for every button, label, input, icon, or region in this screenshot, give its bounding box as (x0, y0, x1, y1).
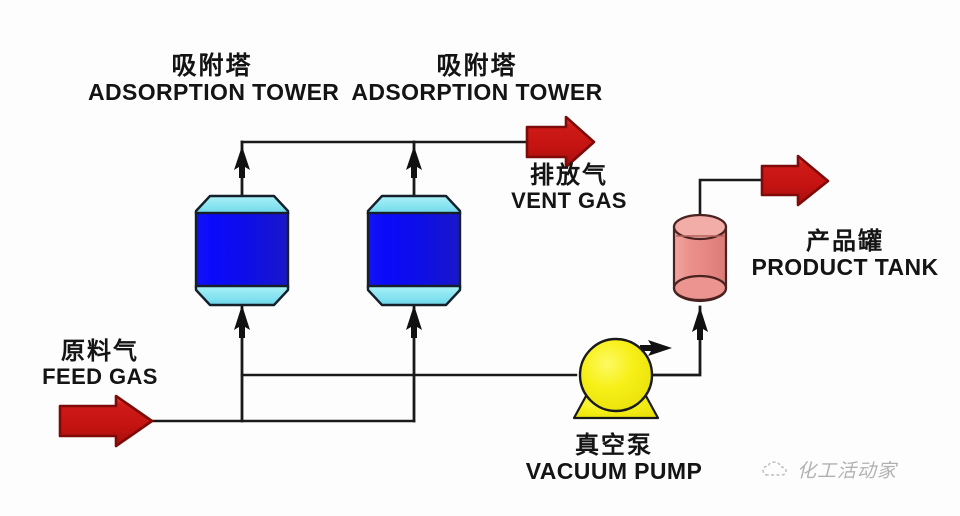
label-adsorption-tower-1-cn: 吸附塔 (171, 51, 253, 80)
product-tank (672, 213, 728, 303)
pipe-tank-outlet (698, 178, 764, 220)
arrowhead-tower1-bottom (234, 305, 250, 338)
tank-top-head (672, 213, 728, 241)
arrowhead-tank-inlet (692, 307, 708, 340)
label-vacuum-pump-cn: 真空泵 (575, 431, 653, 459)
tank-bottom-head (672, 274, 728, 302)
label-vent-gas-cn: 排放气 (530, 161, 608, 189)
product-gas-arrow (760, 154, 830, 207)
adsorption-tower-2 (366, 194, 462, 307)
tower2-body (366, 211, 462, 289)
label-adsorption-tower-2-en: ADSORPTION TOWER (351, 79, 603, 105)
label-feed-gas: 原料气 FEED GAS (20, 338, 180, 390)
label-product-tank-cn: 产品罐 (806, 227, 884, 255)
pump-casing (578, 337, 654, 413)
label-vent-gas-en: VENT GAS (511, 187, 627, 213)
tower1-body (194, 211, 290, 289)
vent-gas-arrow (525, 115, 596, 169)
label-adsorption-tower-2: 吸附塔 ADSORPTION TOWER (348, 52, 606, 106)
vacuum-pump (572, 337, 660, 420)
label-adsorption-tower-1-en: ADSORPTION TOWER (88, 79, 340, 105)
tower1-top-cap (194, 194, 290, 216)
label-product-tank: 产品罐 PRODUCT TANK (742, 228, 948, 281)
cloud-logo-icon (762, 460, 787, 476)
tower2-bottom-cap (366, 284, 462, 307)
tower1-bottom-cap (194, 284, 290, 307)
label-adsorption-tower-1: 吸附塔 ADSORPTION TOWER (88, 51, 340, 106)
label-feed-gas-en: FEED GAS (42, 363, 158, 389)
feed-gas-arrow (58, 394, 154, 448)
adsorption-tower-1 (194, 194, 290, 307)
watermark: 化工活动家 (762, 456, 897, 483)
tower2-top-cap (366, 194, 462, 216)
label-vacuum-pump-en: VACUUM PUMP (525, 457, 703, 484)
arrowhead-tower2-bottom (406, 305, 422, 338)
pipe-pump-to-tank (644, 305, 702, 377)
label-feed-gas-cn: 原料气 (61, 337, 139, 365)
arrowhead-tower2-top (406, 146, 422, 178)
watermark-text: 化工活动家 (797, 460, 898, 482)
label-product-tank-en: PRODUCT TANK (751, 253, 939, 280)
label-vacuum-pump: 真空泵 VACUUM PUMP (508, 432, 720, 485)
label-vent-gas: 排放气 VENT GAS (498, 162, 640, 214)
arrowhead-tower1-top (234, 146, 250, 178)
arrowhead-pump-discharge (640, 340, 672, 356)
label-adsorption-tower-2-cn: 吸附塔 (436, 51, 518, 80)
